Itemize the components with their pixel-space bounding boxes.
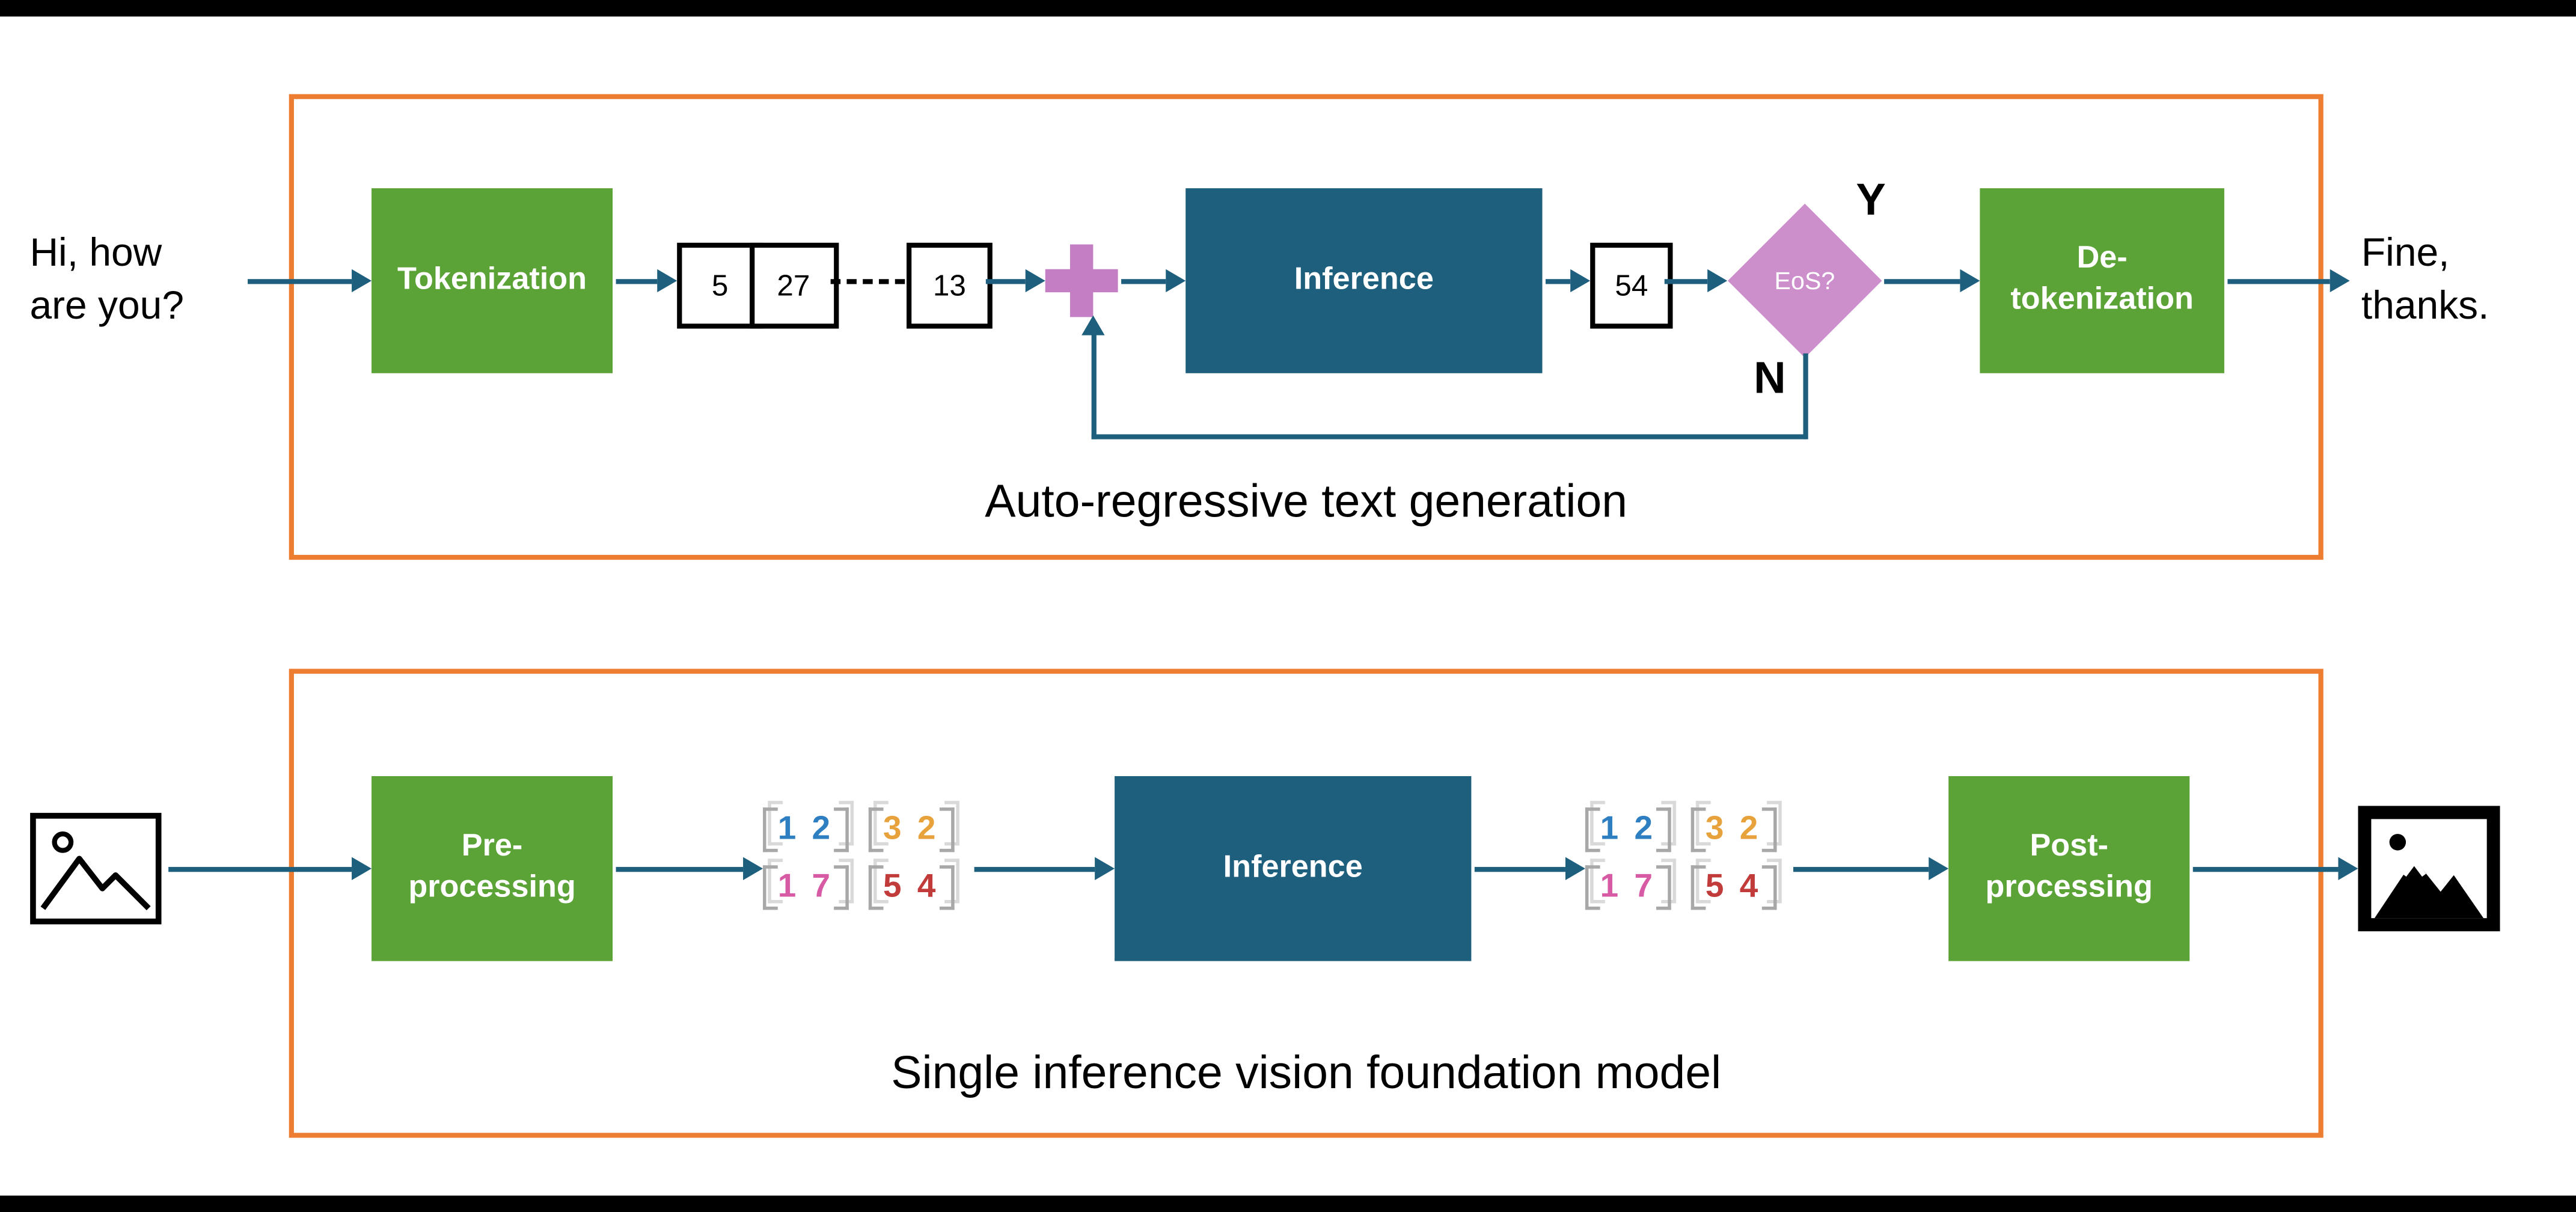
tokenization-label: Tokenization xyxy=(397,262,587,297)
output-text-line: thanks. xyxy=(2361,284,2489,329)
tensor-group: 5 4 xyxy=(1690,865,1776,910)
tensor-row: 1 7 5 4 xyxy=(1585,865,1776,910)
inference-label: Inference xyxy=(1294,262,1434,297)
output-text: Fine, thanks. xyxy=(2361,228,2489,335)
token-value: 13 xyxy=(932,268,966,302)
token-box-13: 13 xyxy=(906,242,993,329)
loop-segment-down xyxy=(1802,353,1808,439)
vision-model-frame xyxy=(289,669,2324,1138)
arrow-inference-to-output-tensor xyxy=(1474,866,1565,871)
top-black-bar xyxy=(0,0,2576,17)
detokenization-label-line: De- xyxy=(2076,241,2128,277)
arrow-tokens-to-plus xyxy=(985,278,1026,284)
input-text-line: are you? xyxy=(29,284,185,329)
eos-label: EoS? xyxy=(1774,266,1835,295)
inference-box-top: Inference xyxy=(1186,188,1543,373)
plus-combine-icon xyxy=(1045,244,1118,317)
postprocessing-label-line: processing xyxy=(1985,870,2153,905)
arrow-eos-to-detokenization xyxy=(1884,278,1960,284)
postprocessing-label-line: Post- xyxy=(2030,829,2108,865)
input-tensor-matrix: 1 2 3 2 1 7 5 4 xyxy=(763,807,954,910)
token-box-54: 54 xyxy=(1590,242,1673,329)
tensor-group: 3 2 xyxy=(868,807,953,852)
input-image-icon xyxy=(29,812,162,933)
text-generation-caption: Auto-regressive text generation xyxy=(985,476,1628,527)
arrow-preprocessing-to-tensor xyxy=(616,866,744,871)
arrow-token54-to-eos xyxy=(1664,278,1708,284)
arrow-tokenization-to-tokens xyxy=(616,278,658,284)
tensor-row: 1 2 3 2 xyxy=(1585,807,1776,852)
arrow-tensor-to-inference xyxy=(974,866,1095,871)
tensor-group: 5 4 xyxy=(868,865,953,910)
token-value: 54 xyxy=(1615,268,1648,302)
eos-no-label: N xyxy=(1754,353,1786,403)
text-generation-frame xyxy=(289,94,2324,560)
preprocessing-label-line: Pre- xyxy=(461,829,523,865)
preprocessing-label-line: processing xyxy=(408,870,576,905)
eos-yes-label: Y xyxy=(1856,175,1886,225)
arrow-plus-to-inference xyxy=(1121,278,1166,284)
inference-box-bottom: Inference xyxy=(1115,776,1472,961)
input-text-line: Hi, how xyxy=(29,231,162,276)
arrow-detokenization-to-output xyxy=(2227,278,2330,284)
arrow-postprocessing-to-image xyxy=(2192,866,2339,871)
token-value: 27 xyxy=(777,268,810,302)
loop-segment-up xyxy=(1091,333,1097,439)
arrow-image-to-preprocessing xyxy=(168,866,352,871)
token-box-5: 5 xyxy=(677,242,763,329)
output-image-icon xyxy=(2358,806,2500,939)
postprocessing-box: Post- processing xyxy=(1948,776,2190,961)
inference-label: Inference xyxy=(1223,849,1363,885)
token-ellipsis-dashes xyxy=(830,278,905,284)
preprocessing-box: Pre- processing xyxy=(372,776,613,961)
detokenization-box: De- tokenization xyxy=(1980,188,2224,373)
token-value: 5 xyxy=(711,268,729,302)
input-text: Hi, how are you? xyxy=(29,228,184,335)
output-tensor-matrix: 1 2 3 2 1 7 5 4 xyxy=(1585,807,1776,910)
loop-arrowhead-up xyxy=(1081,315,1105,335)
token-box-27: 27 xyxy=(748,242,838,329)
tokenization-box: Tokenization xyxy=(372,188,613,373)
tensor-group: 3 2 xyxy=(1690,807,1776,852)
tensor-group: 1 7 xyxy=(763,865,848,910)
arrow-tensor-to-postprocessing xyxy=(1793,866,1929,871)
loop-segment-horizontal xyxy=(1091,434,1807,439)
tensor-group: 1 2 xyxy=(1585,807,1671,852)
detokenization-label-line: tokenization xyxy=(2010,282,2194,317)
arrow-inference-to-token54 xyxy=(1545,278,1571,284)
vision-model-caption: Single inference vision foundation model xyxy=(891,1047,1722,1098)
arrow-input-to-tokenization xyxy=(248,278,352,284)
tensor-row: 1 7 5 4 xyxy=(763,865,954,910)
bottom-black-bar xyxy=(0,1195,2576,1212)
tensor-row: 1 2 3 2 xyxy=(763,807,954,852)
tensor-group: 1 2 xyxy=(763,807,848,852)
tensor-group: 1 7 xyxy=(1585,865,1671,910)
output-text-line: Fine, xyxy=(2361,231,2450,276)
